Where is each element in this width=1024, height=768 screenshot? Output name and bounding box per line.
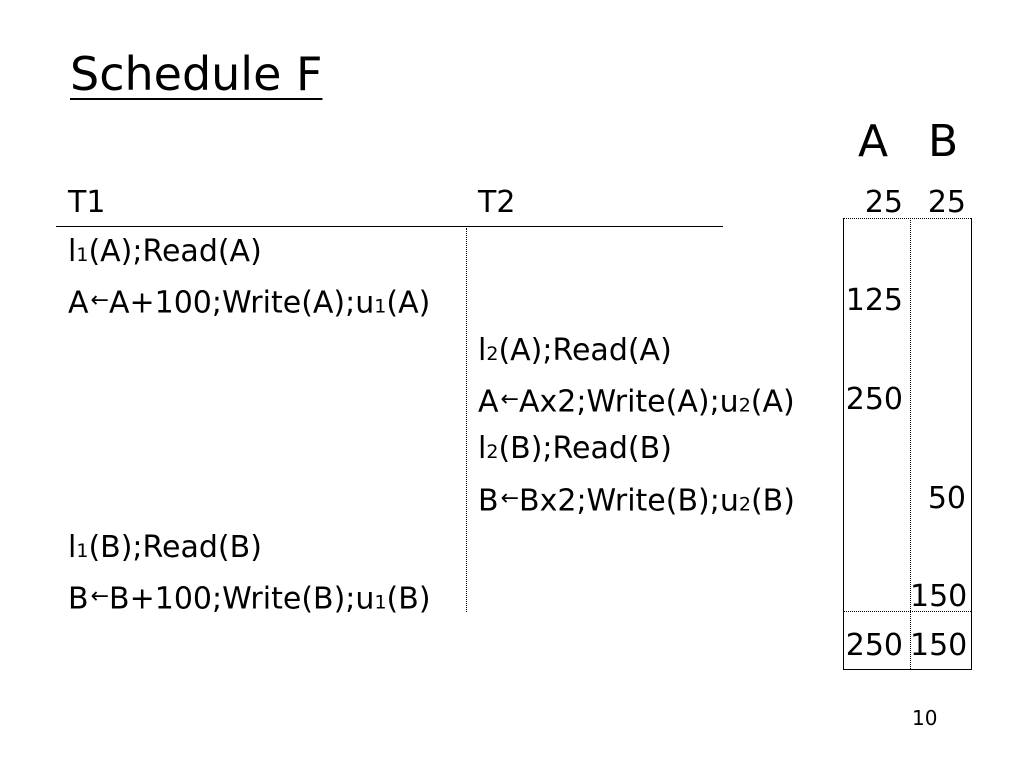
transaction-subscript: 2: [486, 441, 499, 463]
operation-suffix: (A);Read(A): [88, 234, 262, 269]
lock-prefix: l: [68, 234, 77, 269]
lock-prefix: l: [478, 431, 487, 466]
operation-suffix: (A);Read(A): [498, 333, 672, 368]
operation-text: Bx2;Write(B);u: [519, 483, 739, 519]
values-top-border: [843, 218, 971, 219]
t1-operation: B←B+100;Write(B);u1(B): [68, 577, 431, 623]
lock-prefix: l: [478, 333, 487, 368]
transaction-column-divider: [466, 228, 467, 612]
value-b: 50: [927, 481, 966, 516]
variable-a-header: A: [858, 116, 889, 167]
values-box: [843, 218, 972, 670]
operation-suffix: (B);Read(B): [498, 431, 672, 466]
operation-suffix: (A): [386, 285, 431, 321]
assign-arrow-icon: ←: [90, 584, 109, 609]
transaction-subscript: 1: [76, 244, 89, 266]
t2-operation: B←Bx2;Write(B);u2(B): [478, 479, 795, 525]
operation-text: A+100;Write(A);u: [108, 285, 375, 321]
t2-operation: l2(A);Read(A): [478, 331, 672, 374]
lock-prefix: l: [68, 530, 77, 565]
values-column-divider: [910, 218, 911, 669]
transaction-subscript: 2: [738, 394, 751, 417]
assign-arrow-icon: ←: [500, 387, 519, 412]
assigned-variable: B: [68, 581, 89, 617]
operation-text: B+100;Write(B);u: [109, 581, 375, 617]
t2-operation: A←Ax2;Write(A);u2(A): [478, 380, 795, 426]
operation-suffix: (B);Read(B): [88, 530, 262, 565]
transaction-t1-header: T1: [68, 185, 106, 220]
transaction-subscript: 2: [486, 343, 499, 365]
final-value-b: 150: [910, 628, 968, 663]
transaction-t2-header: T2: [478, 185, 516, 220]
initial-value-b: 25: [927, 185, 966, 220]
assign-arrow-icon: ←: [90, 288, 109, 313]
slide-title: Schedule F: [70, 47, 323, 101]
assigned-variable: A: [478, 384, 499, 420]
operation-suffix: (B): [386, 581, 431, 617]
t1-operation: l1(A);Read(A): [68, 232, 262, 275]
t1-operation: A←A+100;Write(A);u1(A): [68, 281, 430, 327]
page-number: 10: [912, 706, 938, 730]
assigned-variable: B: [478, 483, 499, 519]
transaction-subscript: 1: [374, 295, 387, 318]
operation-text: Ax2;Write(A);u: [518, 384, 739, 420]
variable-b-header: B: [928, 116, 959, 167]
value-b: 150: [910, 579, 968, 614]
assigned-variable: A: [68, 285, 89, 321]
header-divider: [56, 226, 723, 227]
transaction-subscript: 1: [76, 540, 89, 562]
transaction-subscript: 2: [738, 493, 751, 516]
t2-operation: l2(B);Read(B): [478, 429, 672, 472]
operation-suffix: (B): [750, 483, 795, 519]
operation-suffix: (A): [750, 384, 795, 420]
t1-operation: l1(B);Read(B): [68, 528, 262, 571]
final-value-a: 250: [845, 628, 903, 663]
assign-arrow-icon: ←: [500, 486, 519, 511]
value-a: 125: [845, 283, 903, 318]
initial-value-a: 25: [864, 185, 903, 220]
totals-divider: [843, 611, 971, 612]
transaction-subscript: 1: [374, 591, 387, 614]
value-a: 250: [845, 382, 903, 417]
